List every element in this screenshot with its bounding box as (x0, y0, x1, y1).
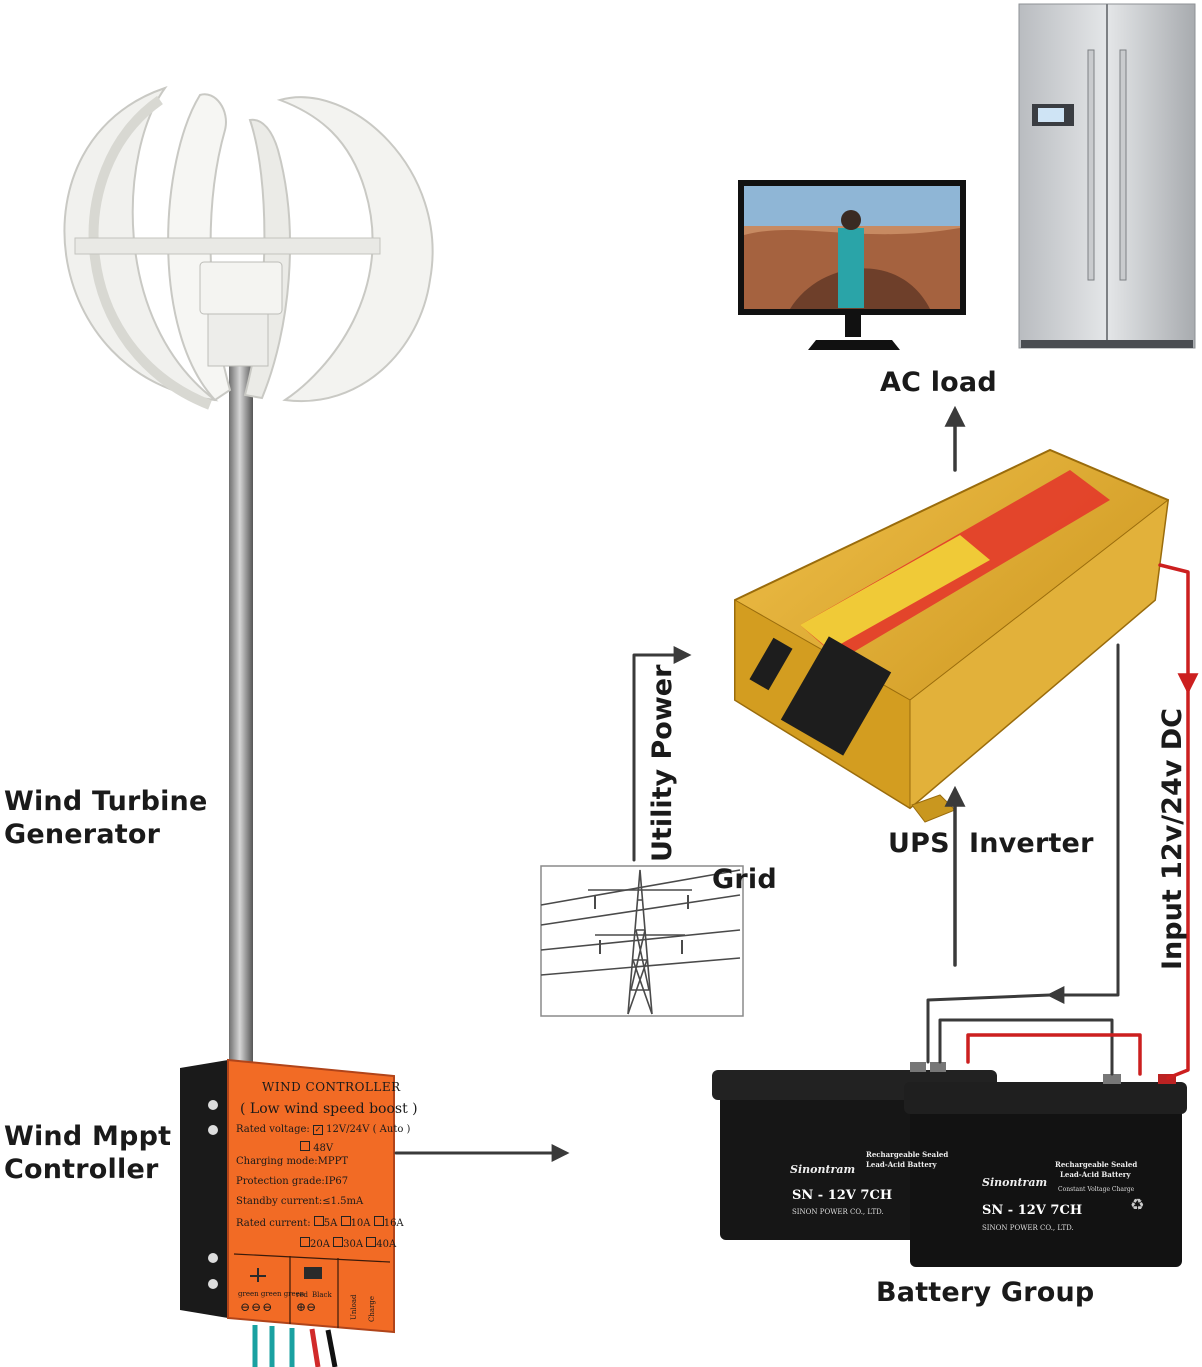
controller-voltage-row: Rated voltage: ✓ 12V/24V ( Auto ) (236, 1124, 410, 1135)
controller-subtitle: ( Low wind speed boost ) (240, 1101, 418, 1117)
grid-to-inverter-arrow (632, 646, 692, 862)
battery-brand: Sinontram (790, 1163, 856, 1176)
charging-mode: Charging mode:MPPT (236, 1156, 349, 1167)
wind-controller-image (180, 1058, 395, 1367)
checkbox-icon (373, 1216, 384, 1226)
inverter-return-line (1046, 643, 1120, 1004)
rated-voltage-label: Rated voltage: (236, 1124, 310, 1135)
checkbox-icon (366, 1237, 377, 1247)
voltage-option-48v-row: 48V (300, 1141, 333, 1154)
battery-type-line2: Lead-Acid Battery (1060, 1170, 1131, 1179)
wind-turbine-label: Wind Turbine Generator (4, 786, 208, 852)
protection-grade: Protection grade:IP67 (236, 1176, 349, 1187)
checkbox-icon (300, 1141, 310, 1151)
grid-tower-image (540, 865, 744, 1017)
current-10a: 10A (350, 1218, 371, 1229)
charge-label: Charge (368, 1295, 376, 1322)
terminal-red-label: red (296, 1291, 308, 1299)
battery-group-label: Battery Group (876, 1277, 1095, 1308)
turbine-blade (276, 96, 434, 403)
standby-current: Standby current:≤1.5mA (236, 1196, 364, 1207)
checkbox-icon (300, 1237, 310, 1247)
current-16a: 16A (383, 1218, 404, 1229)
utility-power-label: Utility Power (647, 664, 678, 862)
voltage-option-auto: 12V/24V ( Auto ) (326, 1124, 411, 1135)
refrigerator-image (1018, 3, 1196, 349)
dc-input-arrow (1158, 563, 1199, 695)
current-20a: 20A (310, 1239, 330, 1250)
rated-current-label: Rated current: (236, 1218, 311, 1229)
terminal-black-label: Black (312, 1291, 332, 1299)
rated-current-row: Rated current: 5A 10A 16A (236, 1216, 404, 1229)
current-40a: 40A (376, 1239, 397, 1250)
input-dc-label: Input 12v/24v DC (1157, 708, 1188, 970)
battery-group-image (712, 1062, 1187, 1267)
battery-spec: Constant Voltage Charge (1058, 1186, 1135, 1193)
current-5a: 5A (323, 1218, 338, 1229)
wind-turbine-label-line2: Generator (4, 818, 161, 850)
battery-right (904, 1074, 1187, 1267)
controller-wires (252, 1325, 338, 1367)
battery-model: SN - 12V 7CH (792, 1188, 893, 1203)
ups-inverter-image (734, 448, 1170, 823)
recycle-icon: ♻ (1130, 1195, 1145, 1214)
controller-face (227, 1058, 395, 1334)
ac-load-label: AC load (880, 367, 997, 398)
controller-title: WIND CONTROLLER (262, 1080, 401, 1094)
terminal-green-label: green green green (238, 1290, 305, 1298)
turbine-pole (229, 365, 253, 1065)
rated-current-row2: 20A 30A 40A (300, 1237, 396, 1250)
terminal-plus-minus-icons: ⊕⊖ (296, 1300, 317, 1314)
battery-type-line1: Rechargeable Sealed (1055, 1160, 1138, 1169)
battery-maker: SINON POWER CO., LTD. (792, 1208, 884, 1216)
battery-model: SN - 12V 7CH (982, 1203, 1083, 1218)
battery-link-black (938, 1018, 1114, 1076)
wind-mppt-label-line1: Wind Mppt (4, 1121, 172, 1152)
wind-mppt-label-line2: Controller (4, 1153, 159, 1185)
terminal-minus-icons: ⊖⊖⊖ (240, 1300, 274, 1314)
battery-type-line2: Lead-Acid Battery (866, 1160, 937, 1169)
wind-mppt-label: Wind Mppt Controller (4, 1121, 171, 1187)
inverter-socket (780, 636, 892, 756)
battery-link-red (966, 1033, 1142, 1076)
unload-label: Unload (350, 1294, 358, 1320)
tv-image (738, 180, 966, 350)
battery-maker: SINON POWER CO., LTD. (982, 1224, 1074, 1232)
turbine-arm (74, 237, 381, 255)
turbine-hub (199, 261, 283, 315)
checkbox-icon (313, 1216, 324, 1226)
checkbox-icon (340, 1216, 351, 1226)
connection-lines (394, 405, 1199, 1162)
ups-inverter-label: UPS Inverter (888, 828, 1094, 859)
wind-turbine-label-line1: Wind Turbine (4, 786, 208, 817)
wind-turbine-image (63, 86, 434, 1065)
battery-brand: Sinontram (982, 1176, 1048, 1189)
battery-type-line1: Rechargeable Sealed (866, 1150, 949, 1159)
current-30a: 30A (343, 1239, 364, 1250)
grid-label: Grid (712, 864, 777, 895)
checkbox-icon (333, 1237, 344, 1247)
voltage-option-48v: 48V (313, 1143, 334, 1154)
checkbox-checked-icon: ✓ (312, 1125, 323, 1135)
dc-input-line (1166, 688, 1190, 1080)
